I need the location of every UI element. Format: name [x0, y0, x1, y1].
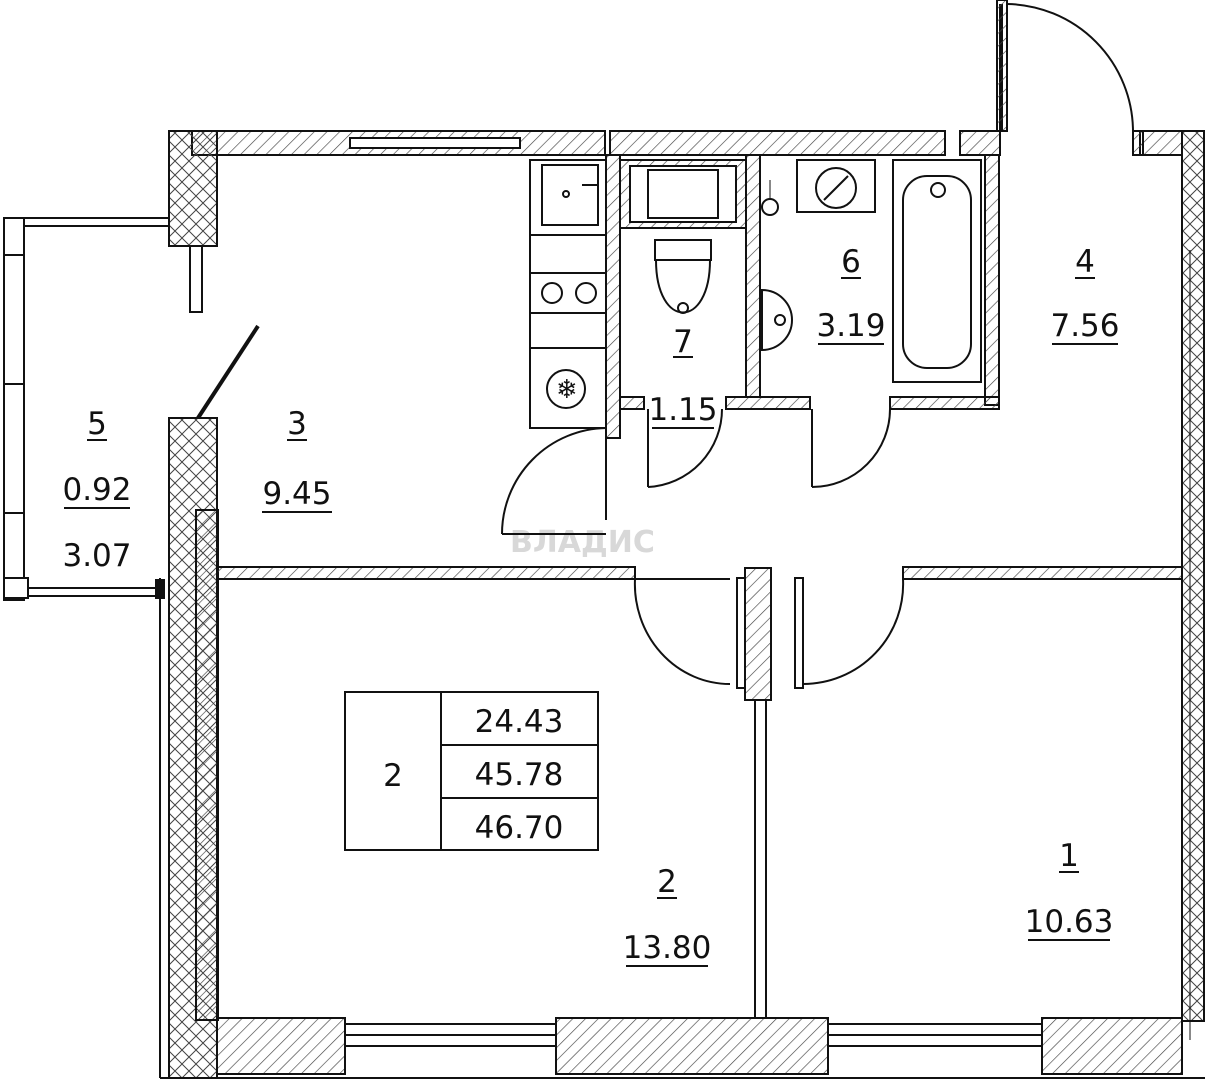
wall-top-middle: [609, 130, 946, 156]
room-number: 7: [673, 324, 693, 360]
wall-partition-hall-1: [902, 566, 1183, 580]
bathtub: [892, 159, 982, 383]
room-area: 3.19: [816, 308, 885, 344]
summary-table: [344, 691, 599, 851]
wall-wc-left: [605, 154, 621, 439]
bathroom-sink: [761, 288, 793, 352]
room-label-5: 5 0.92 3.07: [62, 406, 131, 574]
wall-bottom-b: [555, 1017, 829, 1075]
wall-left-upper: [168, 130, 218, 247]
fridge-icon: [546, 369, 586, 409]
wall-wc-right: [745, 154, 761, 398]
room-label-6: 6 3.19: [816, 244, 886, 345]
room-label-7: 7 1.15: [648, 324, 718, 429]
room-area: 7.56: [1050, 308, 1119, 344]
room-number: 4: [1075, 244, 1095, 280]
watermark-text: ВЛАДИС: [510, 525, 655, 560]
summary-total-area-with-balcony: 46.70: [475, 810, 564, 846]
wall-left-inner-lower: [195, 509, 219, 1021]
wall-top-right-stub: [959, 130, 1001, 156]
room-number: 6: [841, 244, 861, 280]
summary-total-area: 45.78: [475, 757, 564, 793]
room-number: 1: [1059, 838, 1079, 874]
wall-central-pillar: [744, 567, 772, 701]
room-area: 9.45: [262, 476, 331, 512]
wall-bottom-a: [216, 1017, 346, 1075]
room-label-2: 2 13.80: [623, 864, 712, 967]
wall-top-far-right: [1139, 130, 1183, 156]
room-area: 1.15: [648, 392, 717, 428]
washing-machine: [796, 159, 876, 213]
wall-wc-bottom-left: [619, 396, 645, 410]
wall-bottom-c: [1041, 1017, 1183, 1075]
wall-wc-bottom-right: [725, 396, 811, 410]
room-label-3: 3 9.45: [262, 406, 332, 513]
wall-bath-bottom: [889, 396, 1000, 410]
room-area: 10.63: [1025, 904, 1114, 940]
room-area: 0.92: [62, 472, 131, 508]
toilet-icon: [655, 259, 711, 314]
room-number: 3: [287, 406, 307, 442]
wall-right: [1181, 130, 1205, 1022]
kitchen-sink: [541, 164, 599, 226]
summary-rooms-count: 2: [383, 758, 403, 794]
wall-bath-right: [984, 154, 1000, 406]
room-number: 2: [657, 864, 677, 900]
kitchen-stove: [529, 272, 607, 314]
wall-partition-3-2: [216, 566, 636, 580]
room-area: 13.80: [623, 930, 712, 966]
wall-top-window-3: [349, 137, 521, 149]
svg-text:❄: ❄: [556, 375, 578, 405]
summary-living-area: 24.43: [475, 704, 564, 740]
room-number: 5: [87, 406, 107, 442]
room-label-1: 1 10.63: [1025, 838, 1114, 941]
room-label-4: 4 7.56: [1050, 244, 1120, 345]
room-area-full: 3.07: [62, 538, 131, 574]
